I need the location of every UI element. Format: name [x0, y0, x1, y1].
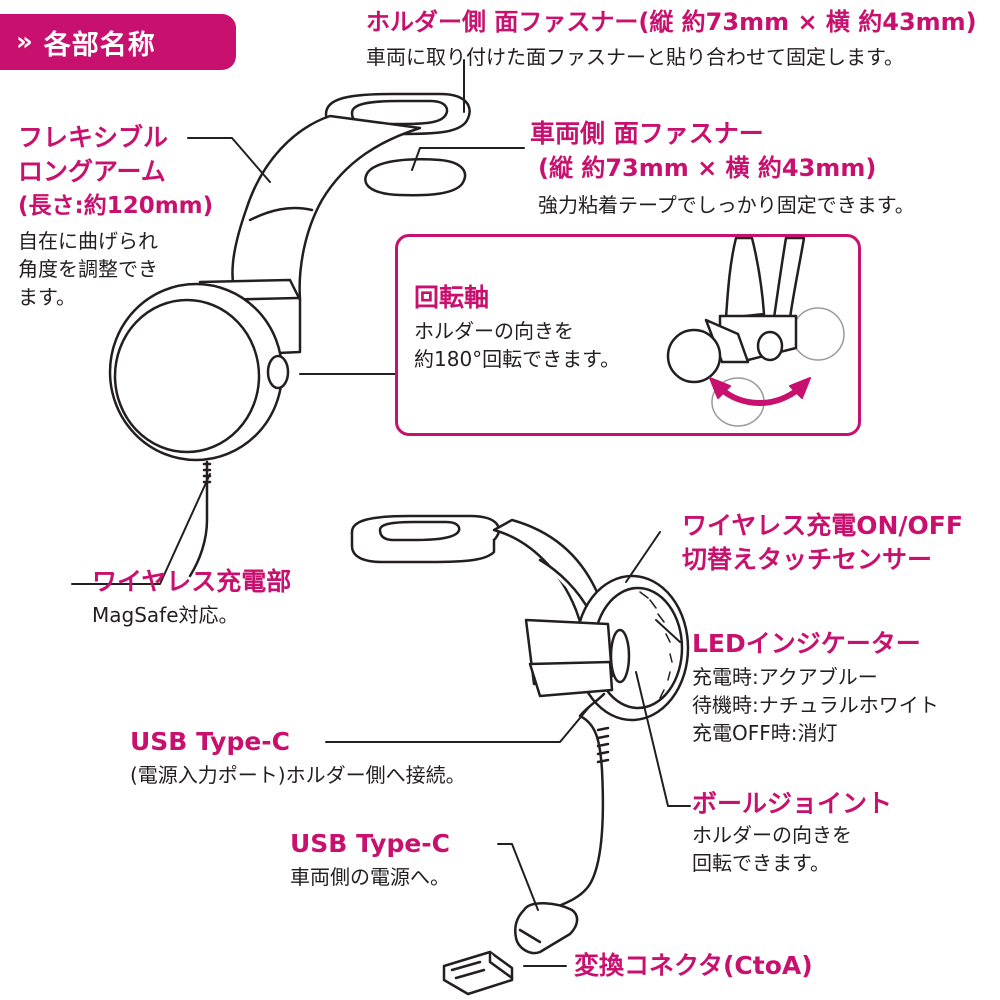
usb-c-vehicle-title: USB Type-C [290, 828, 450, 860]
usb-c-vehicle-desc: 車両側の電源へ。 [290, 864, 450, 891]
wireless-charger-title: ワイヤレス充電部 [92, 566, 291, 598]
chevron-right-icon: » [16, 27, 30, 57]
vehicle-fastener-drawing [365, 159, 465, 195]
wireless-charger-desc: MagSafe対応。 [92, 602, 239, 629]
section-header: » 各部名称 [0, 14, 236, 70]
vehicle-fastener-size: (縦 約73mm × 横 約43mm) [538, 152, 876, 184]
touch-sensor-title-1: ワイヤレス充電ON/OFF [682, 510, 963, 542]
flex-arm-title-2: ロングアーム [18, 156, 166, 188]
rotation-axis-desc-1: ホルダーの向きを [414, 318, 574, 345]
flex-arm-desc-1: 自在に曲げられ [18, 228, 158, 255]
rotation-axis-title: 回転軸 [414, 282, 489, 314]
usb-c-holder-title: USB Type-C [130, 726, 290, 758]
holder-fastener-title: ホルダー側 面ファスナー(縦 約73mm × 横 約43mm) [366, 6, 977, 38]
vehicle-fastener-desc: 強力粘着テープでしっかり固定できます。 [538, 192, 915, 219]
led-indicator-desc-2: 待機時:ナチュラルホワイト [692, 692, 939, 719]
section-title: 各部名称 [44, 23, 156, 62]
led-indicator-title: LEDインジケーター [692, 628, 921, 660]
adapter-title: 変換コネクタ(CtoA) [574, 950, 813, 982]
holder-fastener-desc: 車両に取り付けた面ファスナーと貼り合わせて固定します。 [366, 44, 904, 71]
flex-arm-desc-2: 角度を調整でき [18, 256, 158, 283]
touch-sensor-title-2: 切替えタッチセンサー [682, 544, 932, 576]
vehicle-fastener-title: 車両側 面ファスナー [530, 118, 764, 150]
rotation-axis-desc-2: 約180°回転できます。 [414, 346, 620, 373]
flex-arm-title-1: フレキシブル [18, 122, 168, 154]
ball-joint-desc-1: ホルダーの向きを [692, 822, 852, 849]
usb-c-holder-desc: (電源入力ポート)ホルダー側へ接続。 [130, 762, 466, 789]
holder-bottom-drawing [352, 516, 688, 994]
led-indicator-desc-3: 充電OFF時:消灯 [692, 720, 838, 747]
flex-arm-desc-3: ます。 [18, 284, 76, 311]
ball-joint-title: ボールジョイント [692, 788, 892, 820]
led-indicator-desc-1: 充電時:アクアブルー [692, 664, 878, 691]
ball-joint-desc-2: 回転できます。 [692, 850, 830, 877]
flex-arm-length: (長さ:約120mm) [18, 190, 213, 222]
